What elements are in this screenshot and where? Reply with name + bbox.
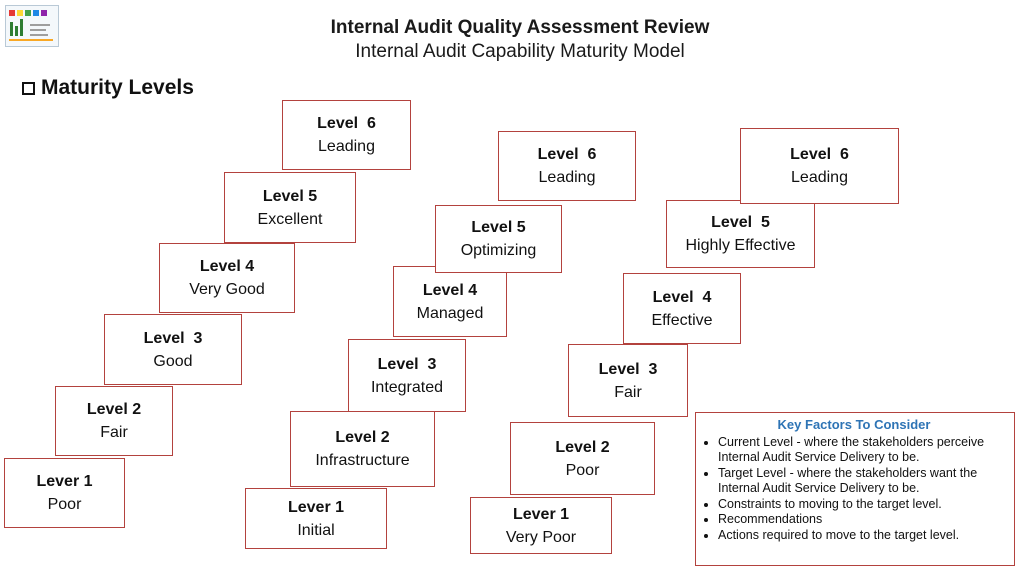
list-item: Target Level - where the stakeholders wa…	[718, 466, 1006, 497]
ladder-1-level-5: Level 5 Excellent	[224, 172, 356, 243]
level-description: Fair	[614, 383, 642, 401]
level-description: Fair	[100, 424, 128, 441]
level-description: Leading	[538, 169, 596, 186]
ladder-3-level-5: Level 5 Highly Effective	[666, 200, 815, 268]
list-item: Actions required to move to the target l…	[718, 528, 1006, 544]
level-description: Good	[153, 352, 193, 370]
ladder-1-level-4: Level 4 Very Good	[159, 243, 295, 313]
level-label: Level 4	[199, 258, 255, 275]
level-label: Lever 1	[287, 498, 345, 516]
level-label: Level 6	[537, 146, 597, 163]
list-item: Current Level - where the stakeholders p…	[718, 435, 1006, 466]
ladder-3-level-1: Lever 1 Very Poor	[470, 497, 612, 554]
level-description: Poor	[565, 461, 600, 479]
level-description: Integrated	[370, 378, 444, 396]
level-description: Infrastructure	[315, 452, 410, 469]
level-label: Lever 1	[512, 505, 570, 523]
level-label: Level 2	[335, 429, 390, 446]
level-label: Level 4	[422, 281, 478, 299]
level-label: Level 2	[86, 401, 142, 418]
ladder-2-level-3: Level 3 Integrated	[348, 339, 466, 412]
ladder-1-level-6: Level 6 Leading	[282, 100, 411, 170]
level-label: Lever 1	[36, 473, 93, 490]
level-label: Level 5	[262, 187, 318, 205]
ladder-3-level-2: Level 2 Poor	[510, 422, 655, 495]
level-description: Initial	[297, 521, 335, 539]
ladder-1-level-3: Level 3 Good	[104, 314, 242, 385]
level-label: Level 2	[555, 438, 610, 456]
level-description: Poor	[47, 496, 82, 513]
ladder-2-level-5: Level 5 Optimizing	[435, 205, 562, 273]
level-description: Highly Effective	[685, 237, 796, 254]
page-subtitle: Internal Audit Capability Maturity Model	[355, 41, 685, 62]
section-heading: Maturity Levels	[22, 76, 194, 100]
ladder-2-level-4: Level 4 Managed	[393, 266, 507, 337]
level-description: Leading	[791, 169, 848, 186]
ladder-1-level-1: Lever 1 Poor	[4, 458, 125, 528]
ladder-3-level-6: Level 6 Leading	[740, 128, 899, 204]
key-factors-list: Current Level - where the stakeholders p…	[702, 435, 1006, 544]
section-heading-label: Maturity Levels	[41, 76, 194, 99]
checkbox-bullet-icon	[22, 81, 35, 95]
ladder-3-level-3: Level 3 Fair	[568, 344, 688, 417]
level-description: Very Poor	[505, 528, 577, 546]
level-label: Level 6	[790, 146, 849, 163]
key-factors-title: Key Factors To Consider	[777, 417, 931, 432]
title-block: Internal Audit Quality Assessment Review…	[270, 16, 770, 64]
ladder-2-level-2: Level 2 Infrastructure	[290, 411, 435, 487]
level-label: Level 3	[598, 360, 658, 378]
level-description: Managed	[416, 304, 484, 322]
list-item: Constraints to moving to the target leve…	[718, 497, 1006, 513]
list-item: Recommendations	[718, 512, 1006, 528]
level-description: Leading	[318, 138, 375, 155]
level-label: Level 5	[711, 214, 770, 231]
level-label: Level 3	[377, 355, 437, 373]
level-description: Excellent	[257, 210, 323, 228]
level-label: Level 3	[143, 329, 203, 347]
level-label: Level 4	[652, 288, 712, 306]
ladder-3-level-4: Level 4 Effective	[623, 273, 741, 344]
page-title: Internal Audit Quality Assessment Review	[330, 17, 710, 38]
level-label: Level 5	[471, 219, 526, 236]
level-description: Very Good	[189, 281, 265, 298]
level-description: Effective	[651, 311, 713, 329]
level-description: Optimizing	[460, 242, 537, 259]
logo	[5, 5, 59, 47]
key-factors-panel: Key Factors To Consider Current Level - …	[695, 412, 1015, 566]
ladder-2-level-1: Lever 1 Initial	[245, 488, 387, 549]
ladder-2-level-6: Level 6 Leading	[498, 131, 636, 201]
level-label: Level 6	[317, 115, 376, 132]
ladder-1-level-2: Level 2 Fair	[55, 386, 173, 456]
